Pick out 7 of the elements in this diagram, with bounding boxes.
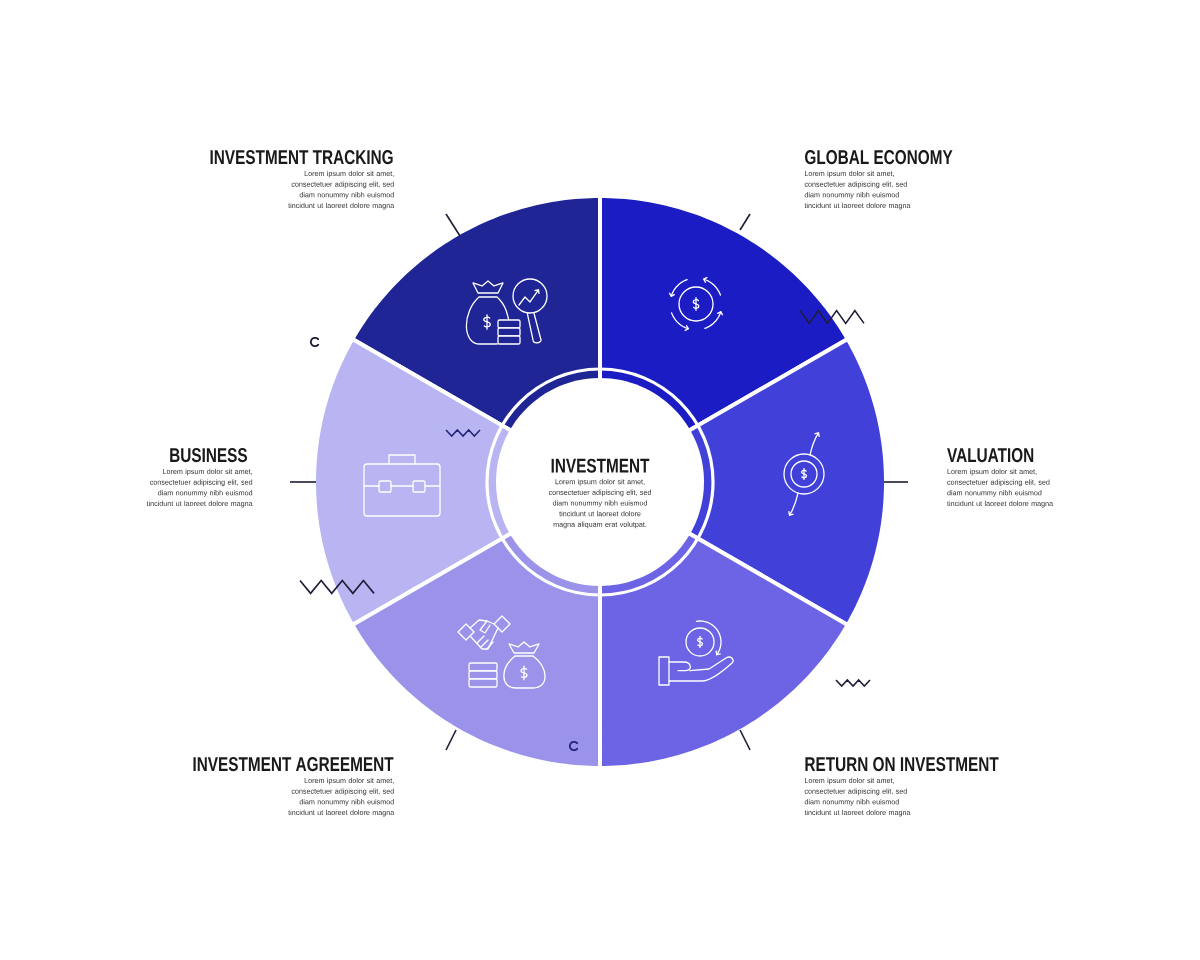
heading: GLOBAL ECONOMY [805,150,953,165]
heading: INVESTMENT AGREEMENT [193,757,394,772]
heading: INVESTMENT TRACKING [210,150,393,165]
heading: INVESTMENT [551,458,650,473]
heading: RETURN ON INVESTMENT [805,757,999,772]
heading: VALUATION [947,448,1034,463]
heading: BUSINESS [170,448,247,463]
